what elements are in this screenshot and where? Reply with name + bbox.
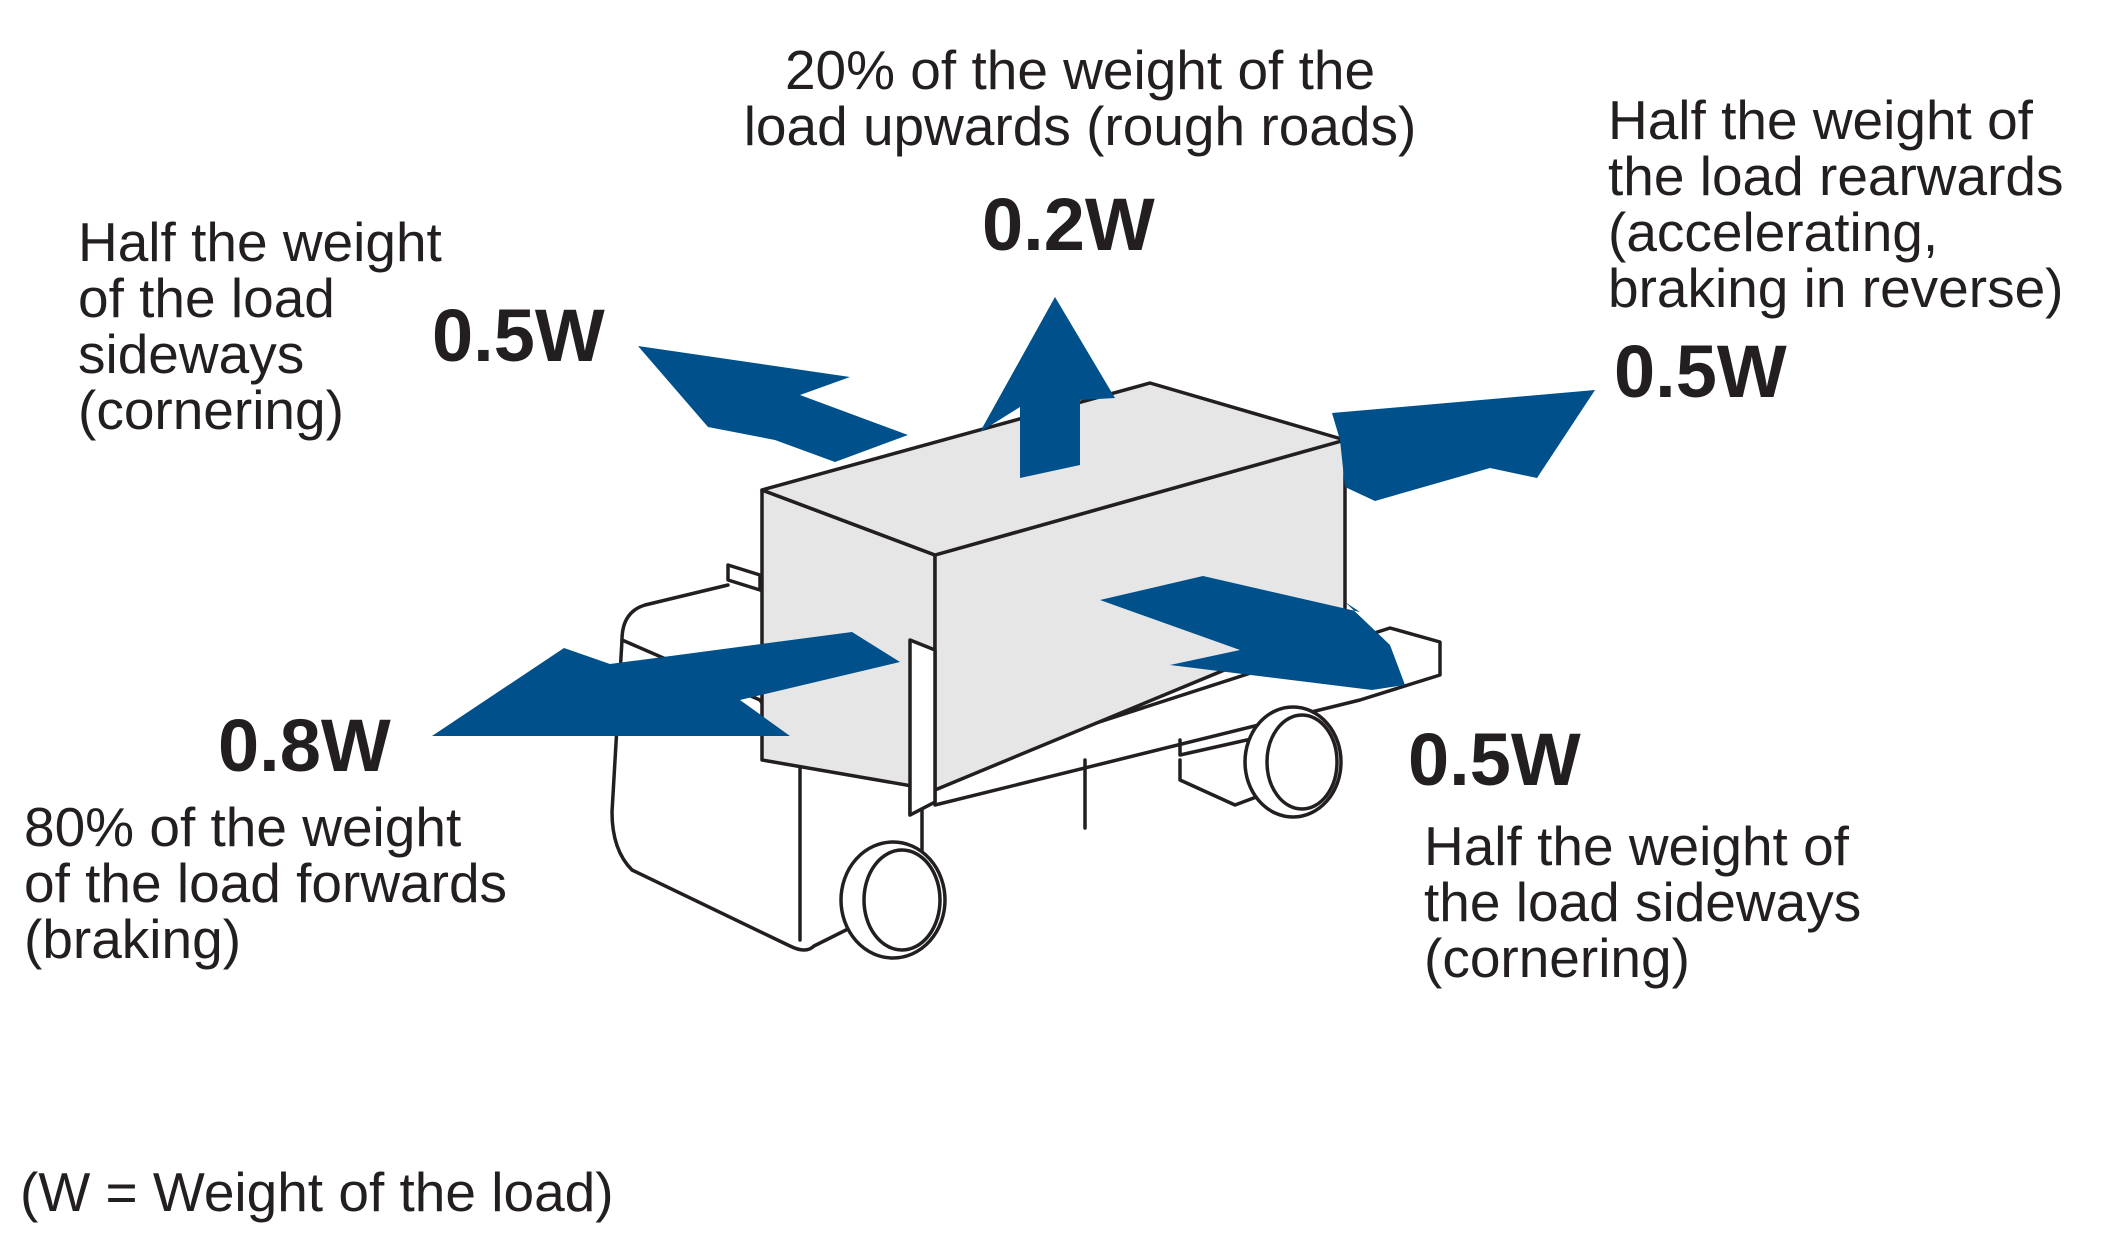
force-rear-description: Half the weight of the load rearwards (a…	[1608, 92, 2064, 316]
force-side-left-description: Half the weight of the load sideways (co…	[78, 214, 442, 438]
force-arrows	[432, 297, 1595, 736]
wheel-rear-inner	[1265, 713, 1339, 811]
force-forward-description: 80% of the weight of the load forwards (…	[24, 799, 507, 967]
force-forward-arrow	[432, 632, 900, 736]
description-line: load upwards (rough roads)	[743, 95, 1417, 157]
description-line: the load rearwards	[1608, 145, 2064, 207]
description-line: (cornering)	[78, 379, 344, 441]
description-line: 80% of the weight	[24, 796, 462, 858]
force-up-description: 20% of the weight of the load upwards (r…	[690, 42, 1470, 154]
description-line: Half the weight	[78, 211, 442, 273]
force-side-right-arrow	[1100, 576, 1405, 690]
wheel-front-inner	[862, 848, 942, 952]
force-rear-value: 0.5W	[1614, 330, 1787, 413]
force-rear-arrow	[1332, 390, 1595, 501]
description-line: Half the weight of	[1608, 89, 2033, 151]
description-line: (accelerating,	[1608, 201, 1939, 263]
force-forward-value: 0.8W	[218, 704, 391, 787]
truck-front-post-front	[908, 638, 937, 817]
description-line: (cornering)	[1424, 927, 1690, 989]
force-side-left-arrow	[638, 346, 908, 462]
force-up-value: 0.2W	[982, 183, 1155, 266]
truck-rack-bar	[726, 563, 762, 592]
force-side-right-value: 0.5W	[1408, 718, 1581, 801]
description-line: 20% of the weight of the	[784, 39, 1376, 101]
description-line: sideways	[78, 323, 305, 385]
description-line: the load sideways	[1424, 871, 1862, 933]
description-line: braking in reverse)	[1608, 257, 2064, 319]
footnote: (W = Weight of the load)	[20, 1161, 614, 1223]
force-side-left-value: 0.5W	[432, 294, 605, 377]
truck-wheels	[839, 705, 1343, 960]
description-line: (braking)	[24, 908, 242, 970]
description-line: of the load forwards	[24, 852, 508, 914]
description-line: Half the weight of	[1424, 815, 1849, 877]
force-up-arrow	[980, 297, 1115, 478]
truck-front-post-overlay	[908, 638, 937, 817]
force-side-right-description: Half the weight of the load sideways (co…	[1424, 818, 1861, 986]
description-line: of the load	[78, 267, 335, 329]
